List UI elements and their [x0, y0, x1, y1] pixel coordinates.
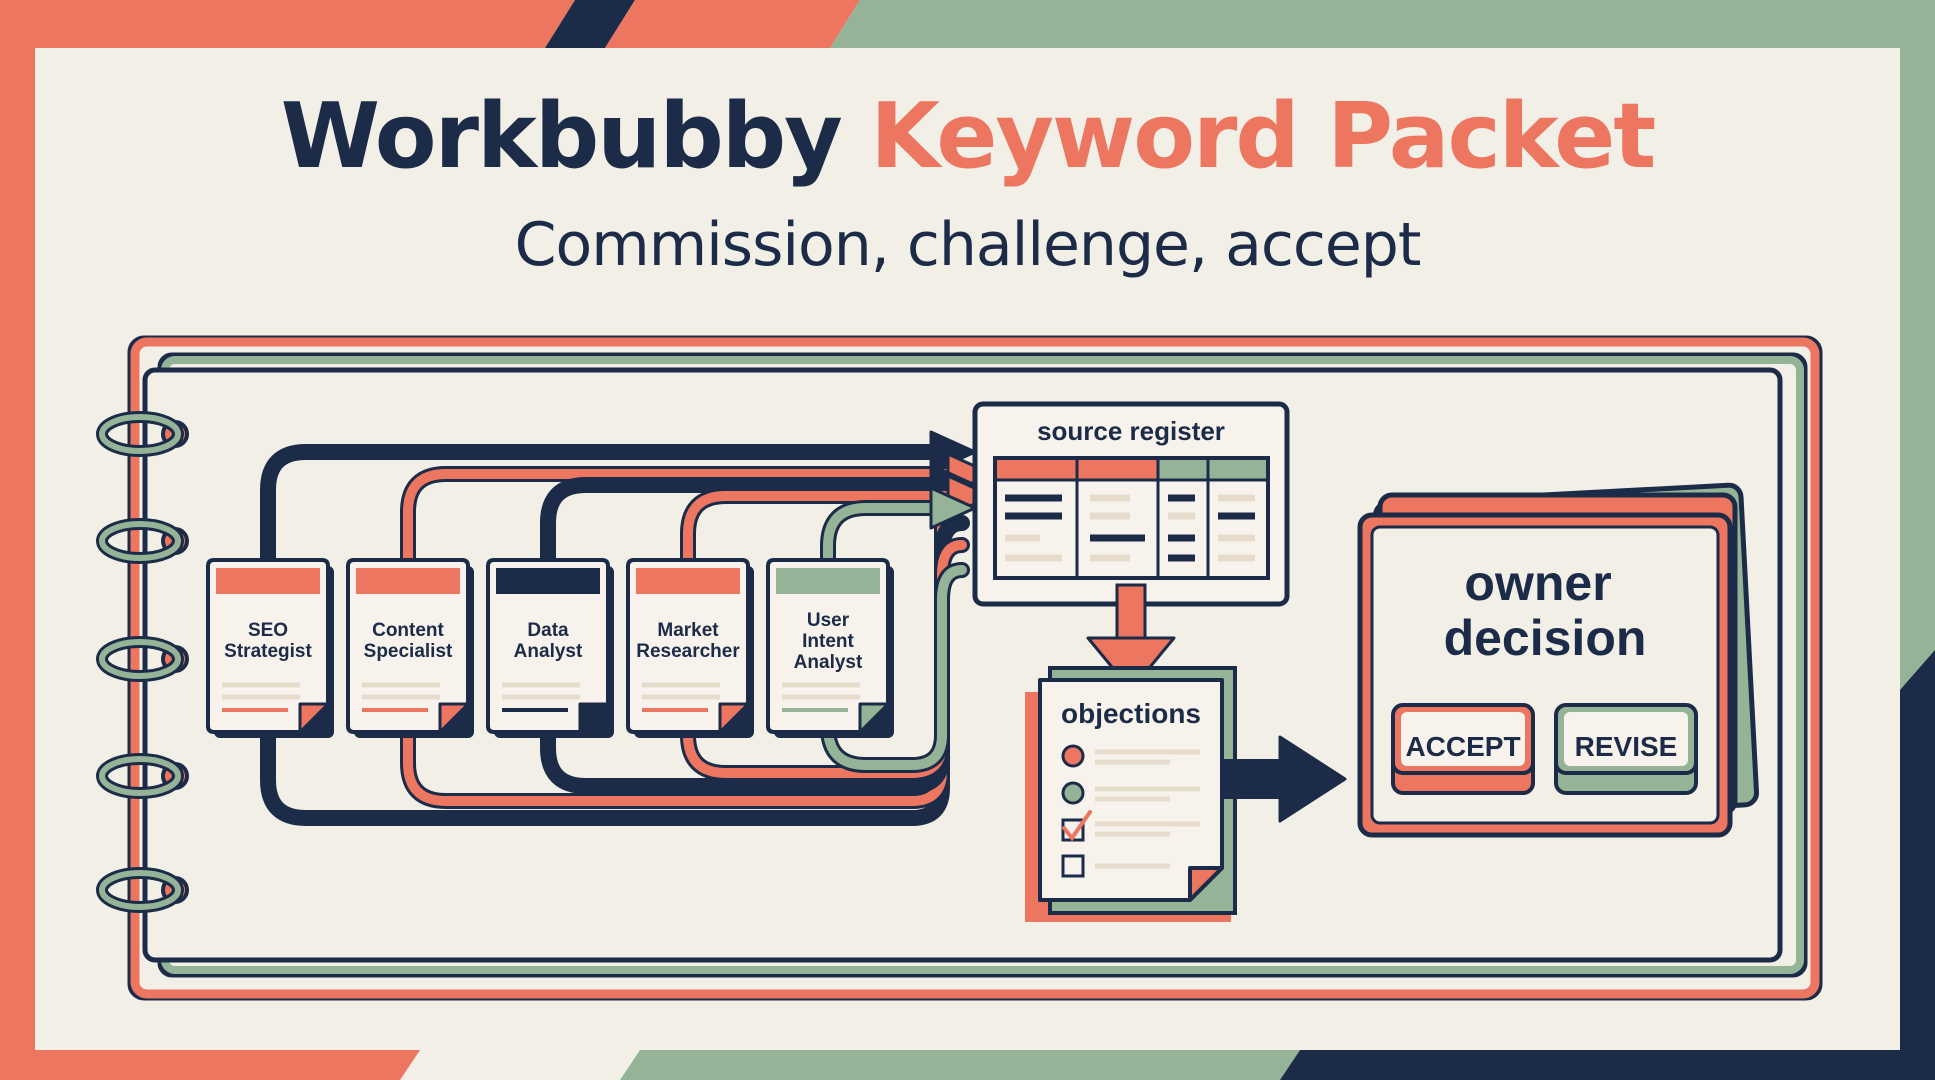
register-table — [993, 456, 1270, 580]
down-arrow — [1086, 583, 1176, 692]
specialist-label-line: Intent — [802, 631, 854, 652]
objections-sheet: objections — [1025, 666, 1237, 922]
owner-decision-panel: owner decision ACCEPT REVISE — [1357, 482, 1760, 838]
bottom-coral-band — [0, 1050, 420, 1080]
title-part-2: Keyword Packet — [870, 84, 1656, 189]
right-sage-band — [1900, 0, 1935, 690]
accept-button[interactable]: ACCEPT — [1391, 703, 1535, 795]
revise-label: REVISE — [1575, 731, 1678, 762]
specialist-label-line: Market — [657, 620, 719, 641]
binding-ring — [96, 518, 189, 564]
bottom-navy-band — [1280, 1050, 1935, 1080]
right-navy-band — [1900, 650, 1935, 1080]
source-register: source register — [972, 401, 1290, 607]
accept-label: ACCEPT — [1405, 731, 1520, 762]
binding-ring — [96, 636, 189, 682]
specialist-label-line: Data — [527, 620, 569, 641]
owner-decision-title-2: decision — [1444, 610, 1647, 666]
owner-decision-title-1: owner — [1464, 555, 1611, 611]
subtitle: Commission, challenge, accept — [514, 210, 1422, 280]
specialist-label-line: Analyst — [794, 652, 863, 673]
top-coral-band-2 — [605, 0, 860, 48]
source-register-title: source register — [1037, 416, 1225, 446]
main-title: Workbubby Keyword Packet — [0, 92, 1935, 182]
left-coral-band — [0, 0, 35, 1080]
specialist-label-line: SEO — [248, 620, 288, 641]
revise-button[interactable]: REVISE — [1554, 703, 1698, 795]
header: Workbubby Keyword Packet Commission, cha… — [0, 92, 1935, 281]
binding-ring — [96, 753, 189, 799]
specialist-cards: SEOStrategistContentSpecialistDataAnalys… — [206, 558, 894, 738]
specialist-label-line: Researcher — [636, 641, 740, 662]
binding-ring — [96, 411, 189, 457]
feedback-loops — [260, 430, 994, 826]
top-coral-band — [0, 0, 575, 48]
binding-ring — [96, 867, 189, 913]
loop-connector — [820, 486, 977, 773]
top-sage-band — [830, 0, 1935, 48]
svg-text:owner decision: owner decision — [1444, 555, 1647, 666]
objections-title: objections — [1061, 698, 1201, 729]
specialist-label-line: User — [807, 610, 850, 631]
right-arrow — [1222, 735, 1347, 823]
specialist-label-line: Strategist — [224, 641, 312, 662]
specialist-label-line: Analyst — [514, 641, 583, 662]
notebook-coral-page — [130, 337, 1820, 999]
specialist-label-line: Content — [372, 620, 444, 641]
specialist-label-line: Specialist — [364, 641, 453, 662]
bottom-sage-band — [620, 1050, 1300, 1080]
title-part-1: Workbubby — [280, 84, 843, 189]
spiral-binding — [96, 411, 189, 913]
